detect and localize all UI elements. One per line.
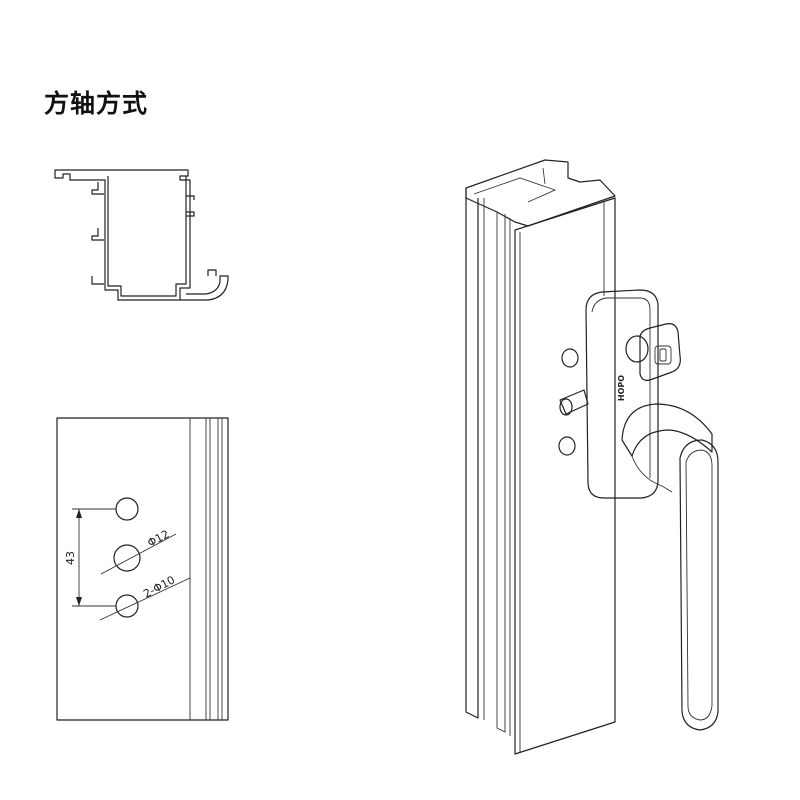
window-profile-3d [465,159,616,755]
front-view-hole-drawing [56,417,229,721]
dimension-large-hole-label: Φ12 [145,528,171,550]
profile-cross-section [54,169,229,301]
handle-brand-mark: HOPO [617,375,626,401]
window-handle [585,289,719,731]
page-title: 方轴方式 [44,89,149,118]
top-hole [115,497,139,521]
dimension-small-holes-label: 2-Φ10 [141,573,177,600]
center-hole [113,544,141,572]
dimension-spacing-label: 43 [64,551,77,565]
bottom-hole [115,594,139,618]
